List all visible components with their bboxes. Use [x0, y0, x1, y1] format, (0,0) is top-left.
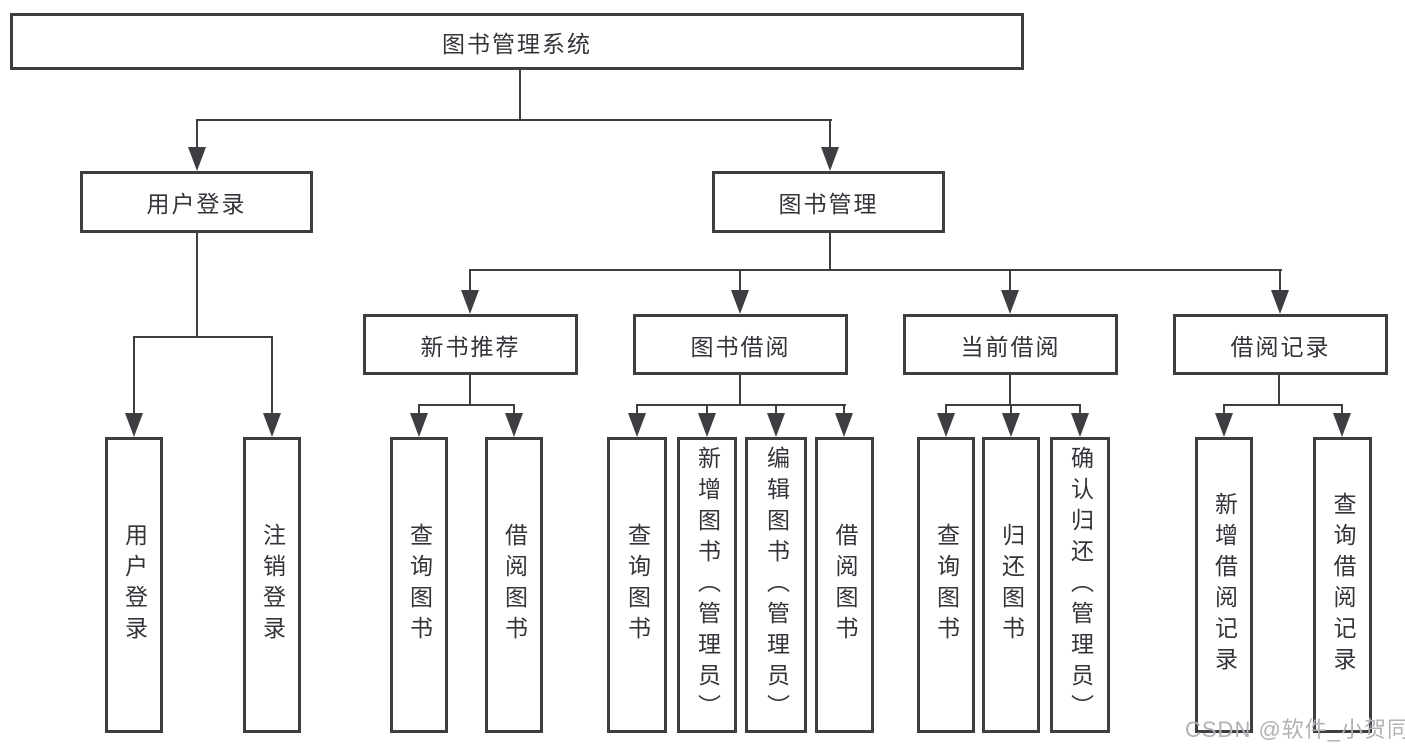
node-borrow-books-recommend: 借阅图书 — [485, 437, 543, 733]
node-label: 新增借阅记录 — [1211, 492, 1238, 678]
arrowhead-down-icon — [1333, 413, 1351, 437]
arrowhead-down-icon — [821, 147, 839, 171]
connector-drop — [1278, 375, 1280, 406]
connector-shaft — [843, 406, 845, 415]
node-add-borrow-record: 新增借阅记录 — [1195, 437, 1253, 733]
node-label: 查询借阅记录 — [1330, 492, 1356, 678]
node-return-books: 归还图书 — [982, 437, 1040, 733]
arrowhead-down-icon — [188, 147, 206, 171]
connector-rail — [945, 404, 1081, 406]
connector-book-mgmt-rail — [469, 269, 1282, 271]
connector-root-drop — [519, 70, 521, 120]
connector-shaft — [945, 406, 947, 415]
arrowhead-down-icon — [767, 413, 785, 437]
arrowhead-down-icon — [1215, 413, 1233, 437]
connector-user-login-shaft — [196, 119, 198, 149]
node-label: 当前借阅 — [960, 333, 1061, 360]
node-new-book-recommend: 新书推荐 — [363, 314, 578, 375]
arrowhead-down-icon — [1071, 413, 1089, 437]
node-label: 新书推荐 — [420, 333, 521, 360]
node-confirm-return-admin: 确认归还（管理员） — [1050, 437, 1110, 733]
connector-shaft — [271, 338, 273, 414]
connector-shaft — [1223, 406, 1225, 415]
connector-rail — [636, 404, 846, 406]
connector-shaft — [636, 406, 638, 415]
connector-user-login-drop — [196, 233, 198, 338]
connector-drop — [739, 375, 741, 406]
node-label: 归还图书 — [998, 523, 1025, 647]
connector-root-rail — [196, 119, 832, 121]
connector-shaft — [1010, 406, 1012, 415]
arrowhead-down-icon — [461, 290, 479, 314]
arrowhead-down-icon — [1001, 290, 1019, 314]
node-query-books-borrow: 查询图书 — [607, 437, 667, 733]
arrowhead-down-icon — [1002, 413, 1020, 437]
node-label: 编辑图书（管理员） — [763, 445, 790, 725]
node-query-books-current: 查询图书 — [917, 437, 975, 733]
connector-drop — [469, 375, 471, 406]
node-query-borrow-record: 查询借阅记录 — [1313, 437, 1372, 733]
node-label: 查询图书 — [624, 523, 651, 647]
connector-shaft — [739, 271, 741, 291]
arrowhead-down-icon — [410, 413, 428, 437]
connector-shaft — [1341, 406, 1343, 415]
connector-shaft — [418, 406, 420, 415]
connector-shaft — [1009, 271, 1011, 291]
node-add-books-admin: 新增图书（管理员） — [677, 437, 737, 733]
connector-shaft — [1079, 406, 1081, 415]
connector-book-mgmt-shaft — [829, 119, 831, 149]
connector-drop — [1009, 375, 1011, 406]
node-book-management: 图书管理 — [712, 171, 945, 233]
node-edit-books-admin: 编辑图书（管理员） — [745, 437, 807, 733]
node-user-login: 用户登录 — [80, 171, 313, 233]
connector-rail — [1223, 404, 1343, 406]
node-label: 借阅图书 — [501, 523, 528, 647]
node-logout: 注销登录 — [243, 437, 301, 733]
node-label: 确认归还（管理员） — [1067, 445, 1094, 725]
node-label: 查询图书 — [933, 523, 960, 647]
node-label: 新增图书（管理员） — [694, 445, 721, 725]
connector-shaft — [775, 406, 777, 415]
arrowhead-down-icon — [698, 413, 716, 437]
connector-rail — [418, 404, 515, 406]
arrowhead-down-icon — [731, 290, 749, 314]
connector-book-mgmt-drop — [829, 233, 831, 271]
arrowhead-down-icon — [628, 413, 646, 437]
node-user-login-leaf: 用户登录 — [105, 437, 163, 733]
connector-shaft — [133, 338, 135, 414]
arrowhead-down-icon — [505, 413, 523, 437]
node-book-borrow: 图书借阅 — [633, 314, 848, 375]
csdn-watermark: CSDN @软件_小贺同学 — [1185, 717, 1405, 742]
node-borrow-books: 借阅图书 — [815, 437, 874, 733]
node-label: 图书管理 — [778, 191, 879, 217]
connector-shaft — [1279, 271, 1281, 291]
node-label: 注销登录 — [259, 523, 286, 647]
node-query-books-recommend: 查询图书 — [390, 437, 448, 733]
arrowhead-down-icon — [263, 413, 281, 437]
arrowhead-down-icon — [1271, 290, 1289, 314]
node-label: 图书管理系统 — [442, 30, 592, 57]
node-label: 图书借阅 — [690, 333, 791, 360]
connector-shaft — [469, 271, 471, 291]
connector-user-login-rail — [133, 336, 273, 338]
node-current-borrow: 当前借阅 — [903, 314, 1118, 375]
node-library-management-system: 图书管理系统 — [10, 13, 1024, 70]
node-borrow-records: 借阅记录 — [1173, 314, 1388, 375]
arrowhead-down-icon — [125, 413, 143, 437]
node-label: 用户登录 — [121, 523, 148, 647]
node-label: 借阅记录 — [1230, 333, 1331, 360]
arrowhead-down-icon — [937, 413, 955, 437]
node-label: 借阅图书 — [832, 523, 858, 647]
arrowhead-down-icon — [835, 413, 853, 437]
node-label: 用户登录 — [146, 191, 247, 217]
connector-shaft — [706, 406, 708, 415]
node-label: 查询图书 — [406, 523, 433, 647]
connector-shaft — [513, 406, 515, 415]
